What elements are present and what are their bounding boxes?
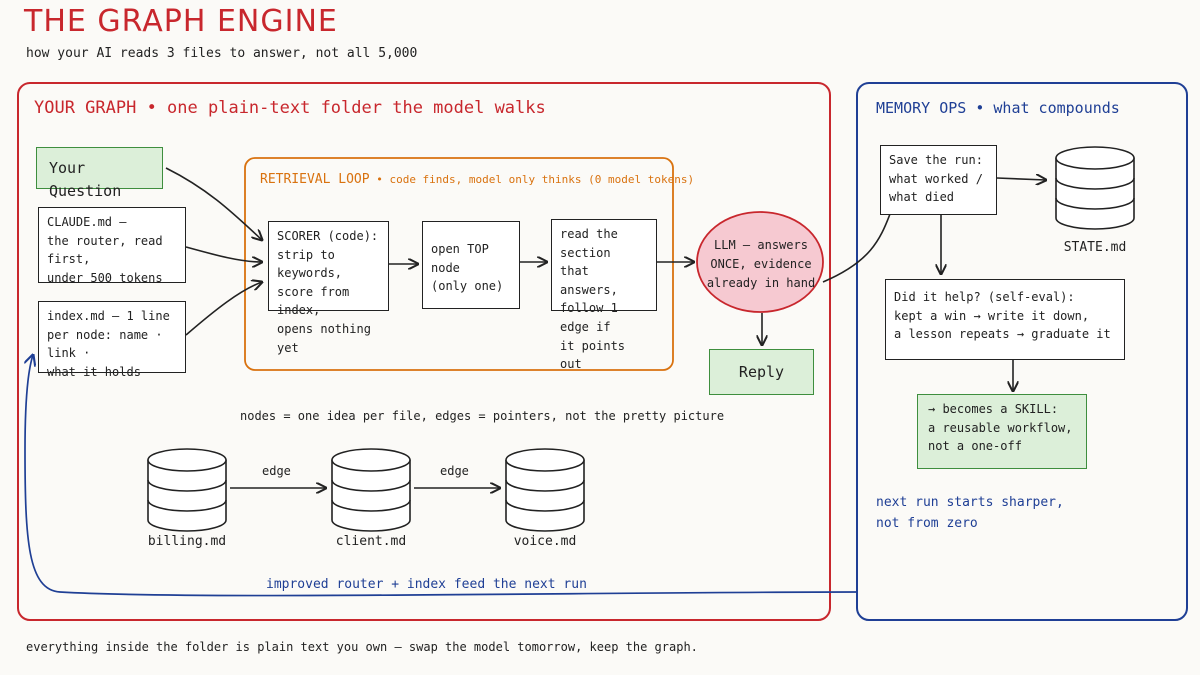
reply-box: Reply [709, 349, 814, 395]
memory-title-note: • what compounds [966, 99, 1120, 117]
llm-ellipse [696, 211, 824, 313]
retrieval-title-main: RETRIEVAL LOOP [260, 172, 370, 187]
self-eval-box: Did it help? (self-eval): kept a win → w… [885, 279, 1125, 360]
skill-box: → becomes a SKILL: a reusable workflow, … [917, 394, 1087, 469]
graph-panel-border [17, 82, 831, 621]
nodes-caption: nodes = one idea per file, edges = point… [240, 409, 725, 423]
node-label-voice: voice.md [513, 534, 577, 549]
arrow-question-to-scorer [165, 167, 262, 240]
open-top-node-box: open TOP node (only one) [422, 221, 520, 309]
page-subtitle: how your AI reads 3 files to answer, not… [26, 46, 418, 61]
state-md-label: STATE.md [1063, 240, 1127, 255]
claude-md-box: CLAUDE.md — the router, read first, unde… [38, 207, 186, 285]
arrow-llm-to-save [822, 213, 891, 283]
feedback-loop-line [25, 355, 858, 597]
node-cylinder-voice [505, 448, 585, 532]
state-cylinder [1055, 146, 1135, 230]
node-label-client: client.md [335, 534, 407, 549]
arrow-save-to-state [996, 178, 1046, 180]
arrow-index-to-scorer [185, 282, 262, 336]
next-run-note: next run starts sharper, not from zero [876, 495, 1064, 531]
node-cylinder-billing [147, 448, 227, 532]
edge-label-1: edge [262, 464, 291, 478]
graph-panel-title: YOUR GRAPH • one plain-text folder the m… [34, 98, 546, 118]
read-section-box: read the section that answers, follow 1 … [551, 219, 657, 371]
memory-panel-title: MEMORY OPS • what compounds [876, 99, 1120, 117]
save-run-box: Save the run: what worked / what died [880, 145, 997, 215]
footer-note: everything inside the folder is plain te… [26, 640, 698, 654]
scorer-box: SCORER (code): strip to keywords, score … [268, 221, 389, 355]
arrow-claude-to-scorer [185, 246, 262, 262]
retrieval-loop-title: RETRIEVAL LOOP • code finds, model only … [260, 172, 694, 187]
memory-panel-border [856, 82, 1188, 621]
feedback-label: improved router + index feed the next ru… [266, 577, 587, 592]
node-cylinder-client [331, 448, 411, 532]
page-title: THE GRAPH ENGINE [24, 4, 338, 39]
retrieval-title-note: • code finds, model only thinks (0 model… [369, 173, 695, 186]
llm-label: LLM — answers ONCE, evidence already in … [706, 238, 816, 291]
edge-label-2: edge [440, 464, 469, 478]
memory-title-main: MEMORY OPS [876, 99, 967, 117]
retrieval-loop-border [244, 157, 674, 371]
node-label-billing: billing.md [147, 534, 227, 549]
your-question-box: Your Question [36, 147, 163, 200]
index-md-box: index.md — 1 line per node: name · link … [38, 301, 186, 379]
